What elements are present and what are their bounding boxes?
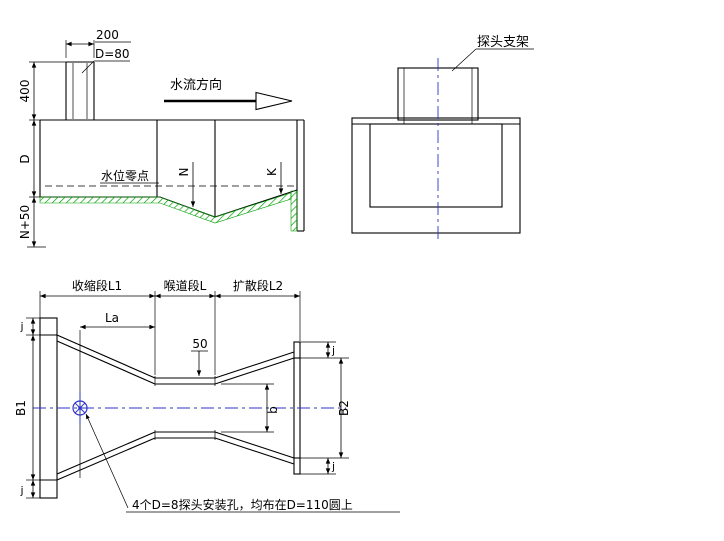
probe-holes-note: 4个D=8探头安装孔，均布在D=110圆上 [85,413,400,513]
dim-top-chain: 收缩段L1 喉道段L 扩散段L2 [39,278,301,375]
dim-50-label: 50 [192,337,207,351]
dim-k: K [265,162,284,194]
flow-direction-arrow [164,91,293,111]
dim-depth-label: D [18,154,32,163]
dim-50: 50 [191,337,208,377]
contraction-section-label: 收缩段L1 [72,278,122,293]
dim-d80: D=80 [81,47,130,74]
dim-d80-label: D=80 [95,47,130,61]
dim-n-label: N [177,168,191,177]
dim-j-left-bottom-label: j [19,484,23,497]
dim-j-right-top-label: j [331,344,335,357]
probe-hole [72,400,88,416]
tank-outline [39,119,305,232]
dim-left-chain: j B1 j [14,317,40,499]
dim-k-label: K [265,167,279,176]
dim-400-label: 400 [18,80,32,103]
dim-b1-label: B1 [14,400,28,416]
diffusion-section-label: 扩散段L2 [233,278,283,293]
throat-section-label: 喉道段L [164,278,207,293]
dim-depth-d: D [18,120,40,198]
dim-j-left-top-label: j [19,320,23,333]
dim-b-label: b [266,406,280,414]
flow-direction-label: 水流方向 [170,77,222,93]
dim-200: 200 [65,28,131,58]
dim-400: 400 [18,61,66,121]
side-view: 水位零点 水流方向 200 D=80 400 D N+50 N [18,28,305,248]
dim-right-chain: j B2 j [300,341,351,475]
dim-n50: N+50 [18,197,46,248]
dim-la: La [80,311,155,330]
stilling-well-stub [65,61,95,120]
dim-b2-label: B2 [337,400,351,416]
dim-n: N [177,162,196,207]
probe-bracket-label: 探头支架 [477,35,529,50]
dim-la-label: La [105,311,119,325]
tank-front-outline [351,117,521,234]
dim-b: b [221,383,280,433]
dim-200-label: 200 [96,28,119,42]
dim-j-right-bottom-label: j [331,460,335,473]
liner-hatch [39,190,298,232]
water-zero-label: 水位零点 [101,168,149,183]
probe-holes-note-label: 4个D=8探头安装孔，均布在D=110圆上 [132,497,353,512]
dim-n50-label: N+50 [18,205,32,239]
probe-bracket-callout: 探头支架 [451,35,534,72]
front-view: 探头支架 [351,35,534,242]
plan-view: 收缩段L1 喉道段L 扩散段L2 La 50 b j B1 j [14,278,400,513]
